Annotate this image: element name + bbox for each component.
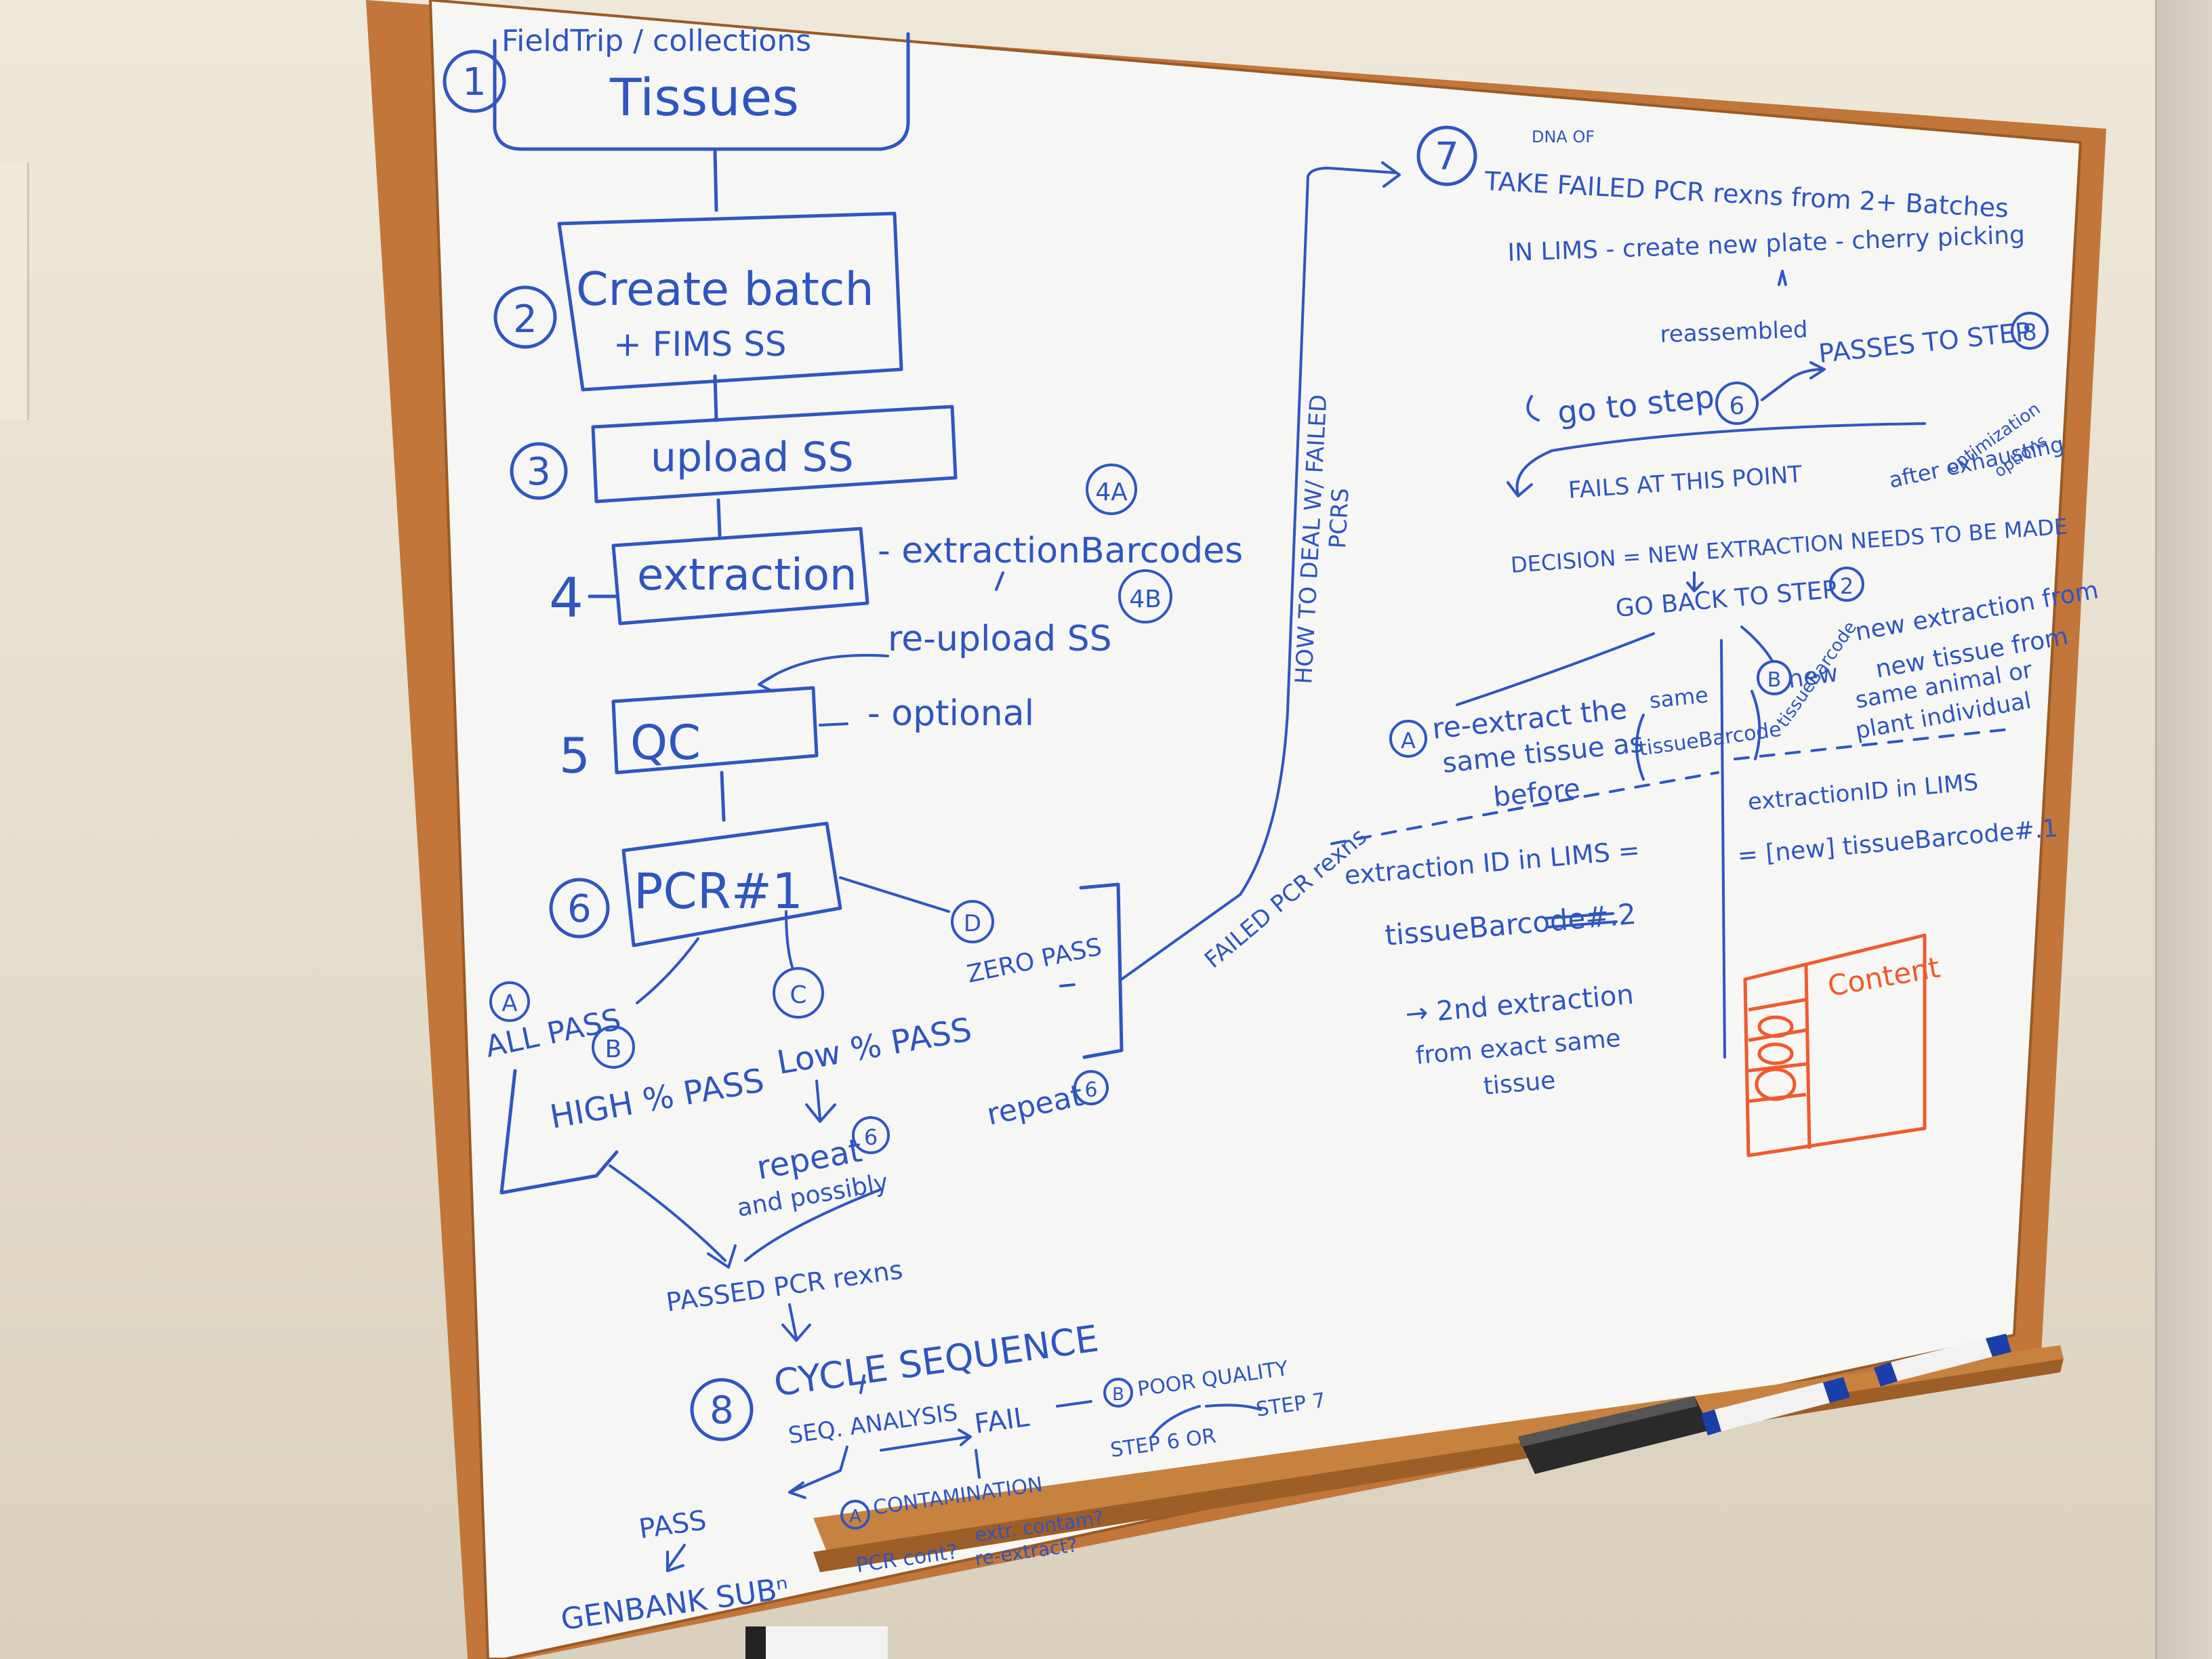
step-5-number: 5 [559, 727, 590, 784]
step-1-title: Tissues [609, 67, 799, 127]
eraser[interactable] [1518, 1396, 1711, 1474]
marker-tray [813, 1345, 2064, 1552]
how-to-deal-line-2: PCRS [1324, 487, 1355, 549]
step-1: 1 FieldTrip / collections Tissues [443, 24, 910, 151]
step-2-title: Create batch [576, 263, 874, 316]
step-3: 3 upload SS [510, 405, 958, 504]
branch-d-repeat-tag: 6 [1084, 1078, 1097, 1102]
go-back-tag: 2 [1840, 573, 1853, 599]
reassembled-label: reassembled [1660, 316, 1808, 348]
branch-d-tag: D [964, 910, 981, 937]
step-4-note-barcodes: - extractionBarcodes [878, 531, 1243, 571]
step-4b-tag: 4B [1129, 586, 1162, 613]
step-7-number: 7 [1435, 135, 1459, 179]
poor-quality-tag: B [1112, 1385, 1124, 1405]
step-6-number: 6 [567, 887, 592, 931]
expo-marker-2[interactable] [1874, 1334, 2011, 1387]
connector-3-4 [716, 498, 722, 537]
step-6: 6 PCR#1 [549, 821, 842, 947]
step-5: 5 QC - optional [559, 686, 1034, 784]
expo-marker-1[interactable] [1701, 1377, 1850, 1435]
step-6-title: PCR#1 [634, 863, 803, 920]
step-4: 4 extraction - extractionBarcodes 4A re-… [549, 464, 1243, 693]
option-b-tag: B [1767, 668, 1782, 692]
step-2-number: 2 [513, 298, 537, 342]
branch-c-repeat-tag: 6 [864, 1124, 878, 1150]
step-3-title: upload SS [651, 434, 854, 481]
step-1-number: 1 [462, 60, 487, 104]
cabinet-edge [2155, 0, 2212, 1659]
passes-to-step-tag: 8 [2022, 319, 2037, 346]
branch-b-tag: B [605, 1036, 622, 1063]
step-4-note-reupload: re-upload SS [888, 619, 1112, 659]
barcodes-tick [995, 571, 1004, 591]
connector-5-6 [720, 771, 726, 822]
step-2: 2 Create batch + FIMS SS [493, 211, 903, 392]
dna-of-label: DNA OF [1532, 127, 1595, 146]
option-a-tissue: tissue [1482, 1067, 1557, 1101]
step-4-number: 4 [549, 567, 583, 630]
wall-trim [0, 163, 29, 420]
step-4a-tag: 4A [1095, 478, 1128, 506]
step-4-title: extraction [637, 550, 857, 600]
step-3-number: 3 [527, 450, 551, 494]
branch-a-tag: A [501, 990, 517, 1017]
step-5-note: - optional [867, 693, 1034, 734]
option-a-paren-1: same [1648, 682, 1710, 714]
step-8-number: 8 [710, 1389, 734, 1433]
marker-cap-bottom[interactable] [745, 1626, 888, 1659]
fail-label: FAIL [972, 1401, 1031, 1440]
connector-2-3 [713, 374, 718, 422]
contamination-tag: A [849, 1507, 861, 1527]
option-a-tag: A [1401, 728, 1416, 754]
step-5-title: QC [630, 715, 701, 771]
go-to-step-tag: 6 [1729, 392, 1745, 420]
whiteboard-surface [430, 0, 2081, 1659]
connector-1-2 [713, 148, 718, 212]
branch-c-tag: C [790, 981, 806, 1009]
step-1-caption: FieldTrip / collections [501, 24, 811, 58]
step-2-subtitle: + FIMS SS [613, 325, 787, 364]
